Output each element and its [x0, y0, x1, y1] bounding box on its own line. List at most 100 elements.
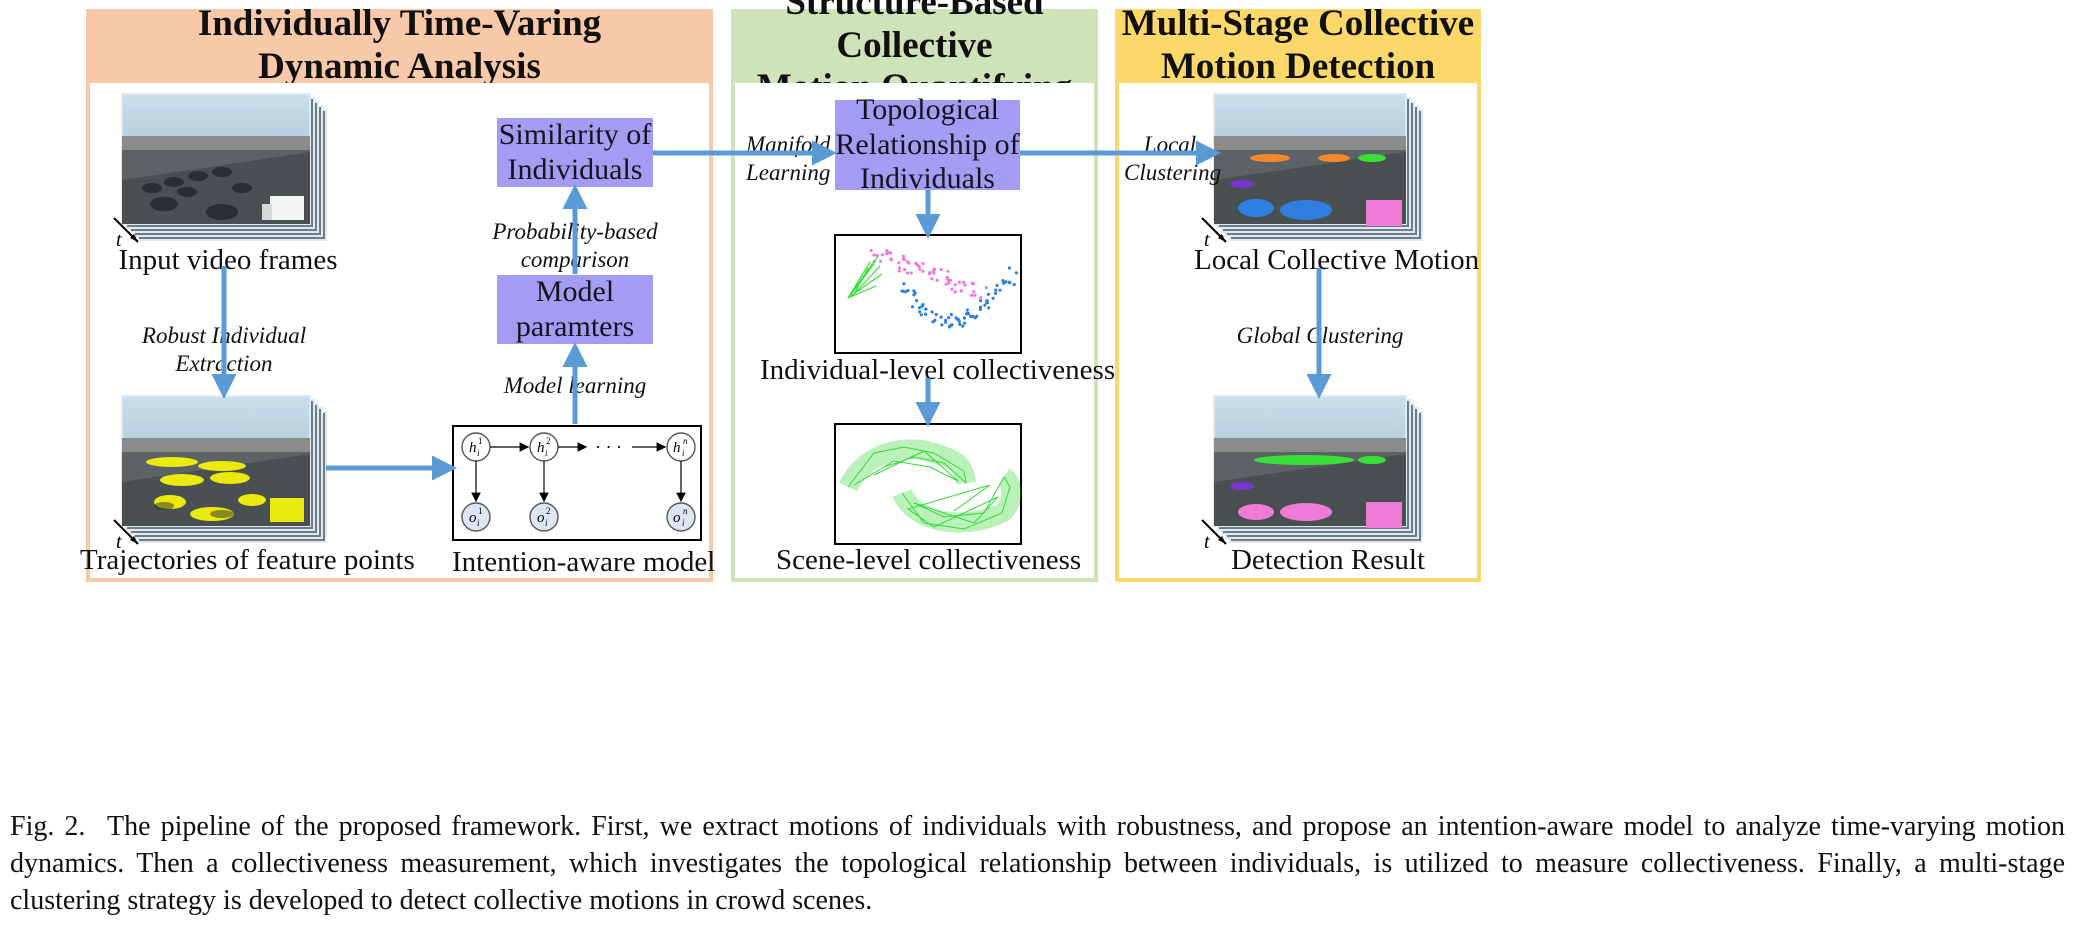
topological-relationship-box: Topological Relationship of Individuals — [835, 93, 1020, 196]
pink-point — [939, 267, 943, 272]
model-learning-label: Model learning — [496, 372, 654, 400]
figure-caption: Fig. 2. The pipeline of the proposed fra… — [10, 808, 2065, 919]
pink-point — [957, 280, 961, 284]
figure-label: Fig. 2. — [10, 811, 86, 842]
blue-point — [947, 325, 951, 329]
pink-point — [971, 282, 976, 286]
pink-point — [953, 290, 957, 294]
time-axis-label: t — [1204, 229, 1210, 251]
panel-title-dynamic-analysis: Individually Time-Varing Dynamic Analysi… — [197, 3, 602, 87]
node-subscript: i — [477, 448, 480, 458]
blue-point — [954, 316, 958, 320]
pink-point — [897, 269, 901, 273]
individual-level-collectiveness-plot — [834, 234, 1022, 354]
pink-point — [949, 278, 953, 282]
blue-point — [962, 316, 966, 320]
time-axis-label: t — [1204, 531, 1210, 553]
pink-point — [935, 278, 939, 282]
node-superscript: n — [683, 506, 688, 516]
input-video-frames-caption: Input video frames — [118, 244, 338, 276]
blue-point — [917, 306, 921, 310]
blue-point — [958, 322, 962, 326]
scene-level-caption: Scene-level collectiveness — [776, 544, 1082, 576]
blue-point — [1014, 271, 1018, 275]
blue-point — [902, 282, 906, 286]
local-clustering-label: Local Clustering — [1124, 132, 1222, 185]
blue-point — [987, 306, 991, 310]
figure-caption-text: The pipeline of the proposed framework. … — [10, 811, 2065, 916]
pink-point — [962, 280, 966, 284]
pink-point — [947, 281, 951, 285]
blue-point — [930, 310, 934, 314]
pink-point — [902, 257, 907, 262]
intention-aware-model-caption: Intention-aware model — [452, 546, 716, 578]
scene-level-collectiveness-plot — [834, 423, 1022, 545]
global-clustering-label: Global Clustering — [1236, 322, 1404, 350]
blue-point — [1008, 280, 1012, 285]
blue-point — [912, 293, 916, 297]
robust-extraction-label: Robust Individual Extraction — [96, 322, 352, 378]
blue-point — [973, 316, 977, 320]
hidden-node-label: h — [537, 440, 545, 456]
node-subscript: i — [545, 518, 548, 528]
detection-result-caption: Detection Result — [1230, 544, 1426, 576]
blue-point — [921, 303, 925, 307]
blue-point — [991, 296, 995, 300]
pink-point — [984, 286, 988, 290]
blue-point — [924, 307, 928, 311]
blue-point — [965, 312, 969, 316]
pink-point — [963, 283, 967, 287]
detection-result-image: t — [1201, 395, 1423, 553]
observed-node-label: o — [469, 510, 477, 526]
pink-cluster-points — [869, 248, 988, 300]
blue-point — [995, 283, 999, 288]
model-parameters-box: Model paramters — [497, 275, 653, 344]
pink-point — [907, 261, 911, 265]
pink-point — [880, 253, 884, 257]
input-video-frames-image: t — [113, 93, 327, 251]
pink-point — [979, 296, 983, 300]
panel-title-motion-quantifying: Structure-Based Collective Motion Quanti… — [757, 0, 1073, 108]
observed-node-label: o — [673, 510, 681, 526]
pink-point — [897, 266, 901, 270]
pink-point — [886, 250, 890, 255]
pink-point — [915, 263, 919, 267]
blue-point — [978, 305, 983, 309]
node-superscript: 1 — [478, 506, 483, 516]
blue-point — [906, 288, 910, 293]
pink-point — [889, 258, 893, 262]
individual-level-caption: Individual-level collectiveness — [760, 354, 1116, 386]
scene-graph-mesh — [838, 439, 1022, 533]
panel-title-motion-detection: Multi-Stage Collective Motion Detection — [1121, 3, 1475, 87]
blue-point — [944, 320, 948, 324]
blue-point — [924, 312, 928, 316]
trajectories-image: t — [113, 395, 327, 553]
blue-point — [1007, 266, 1011, 270]
blue-point — [904, 290, 908, 294]
blue-point — [910, 305, 915, 309]
pink-point — [869, 248, 873, 253]
blue-point — [947, 316, 951, 320]
blue-point — [983, 303, 987, 307]
blue-point — [963, 321, 967, 325]
neighbor-edges — [847, 255, 883, 299]
hidden-node-label: h — [673, 440, 681, 456]
pink-point — [944, 282, 948, 286]
blue-point — [998, 288, 1002, 292]
blue-point — [986, 292, 990, 296]
observation-nodes — [461, 502, 696, 532]
blue-point — [956, 317, 960, 322]
pink-point — [953, 283, 957, 287]
blue-point — [965, 308, 969, 312]
pink-point — [972, 290, 976, 294]
blue-point — [900, 289, 904, 293]
time-axis-label: t — [116, 531, 122, 553]
blue-point — [979, 299, 983, 303]
blue-point — [1003, 280, 1007, 284]
pink-point — [930, 277, 934, 281]
pink-point — [950, 287, 954, 291]
similarity-of-individuals-box: Similarity of Individuals — [497, 118, 653, 187]
blue-point — [934, 312, 938, 317]
hmm-ellipsis: · · · — [595, 437, 622, 457]
node-superscript: 1 — [478, 436, 483, 446]
